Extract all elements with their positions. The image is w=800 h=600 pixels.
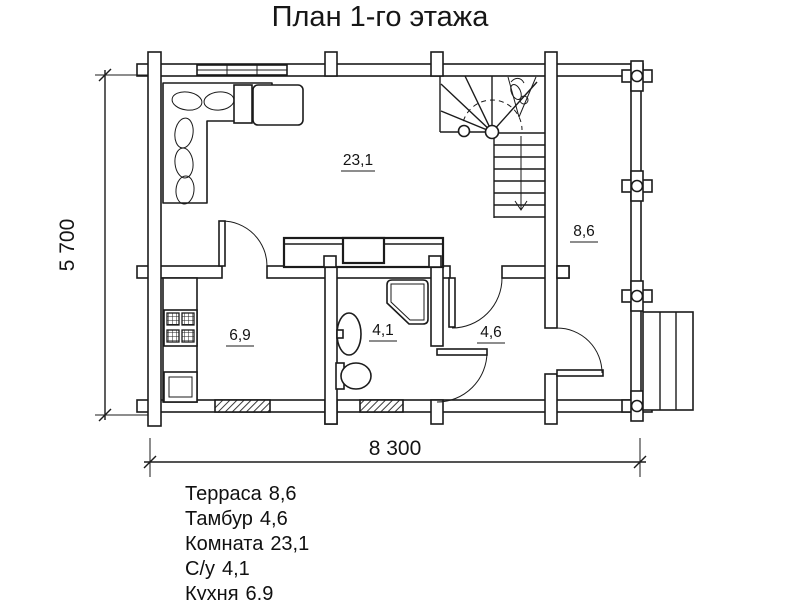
window-bathroom xyxy=(359,399,404,413)
doors xyxy=(218,220,604,403)
washbasin xyxy=(336,312,362,356)
direction-arrow-icon xyxy=(514,136,528,211)
stove xyxy=(163,309,198,347)
terrace-door xyxy=(556,327,604,377)
bathroom-label: 4,1 xyxy=(372,322,394,339)
dimension-width: 8 300 xyxy=(143,437,647,477)
post-icon xyxy=(621,170,653,202)
vestibule-label: 4,6 xyxy=(480,324,502,341)
vestibule-door xyxy=(448,277,503,329)
page-title: План 1-го этажа xyxy=(271,1,489,33)
shower-cabin xyxy=(386,279,429,325)
entry-steps xyxy=(642,311,694,411)
terrace-label: 8,6 xyxy=(573,223,595,240)
corner-sofa xyxy=(162,82,273,205)
stair-decoration xyxy=(507,76,537,118)
windows xyxy=(196,64,404,413)
post-icon xyxy=(621,280,653,312)
toilet xyxy=(335,362,372,390)
sideboard-counter xyxy=(282,236,445,269)
kitchen-door xyxy=(218,220,268,267)
dimension-height: 5 700 xyxy=(56,68,148,422)
post-icon xyxy=(621,60,653,92)
kitchen-label: 6,9 xyxy=(229,327,251,344)
width-dimension-label: 8 300 xyxy=(369,437,422,460)
bathroom-door xyxy=(436,348,488,403)
kitchen-sink xyxy=(163,371,198,403)
window-top xyxy=(196,64,288,76)
height-dimension-label: 5 700 xyxy=(56,219,79,272)
staircase xyxy=(439,75,545,218)
living-room-label: 23,1 xyxy=(343,152,373,169)
room-area-labels: 23,1 8,6 6,9 4,1 4,6 xyxy=(226,152,598,347)
window-kitchen xyxy=(214,399,271,413)
side-table xyxy=(252,84,304,126)
